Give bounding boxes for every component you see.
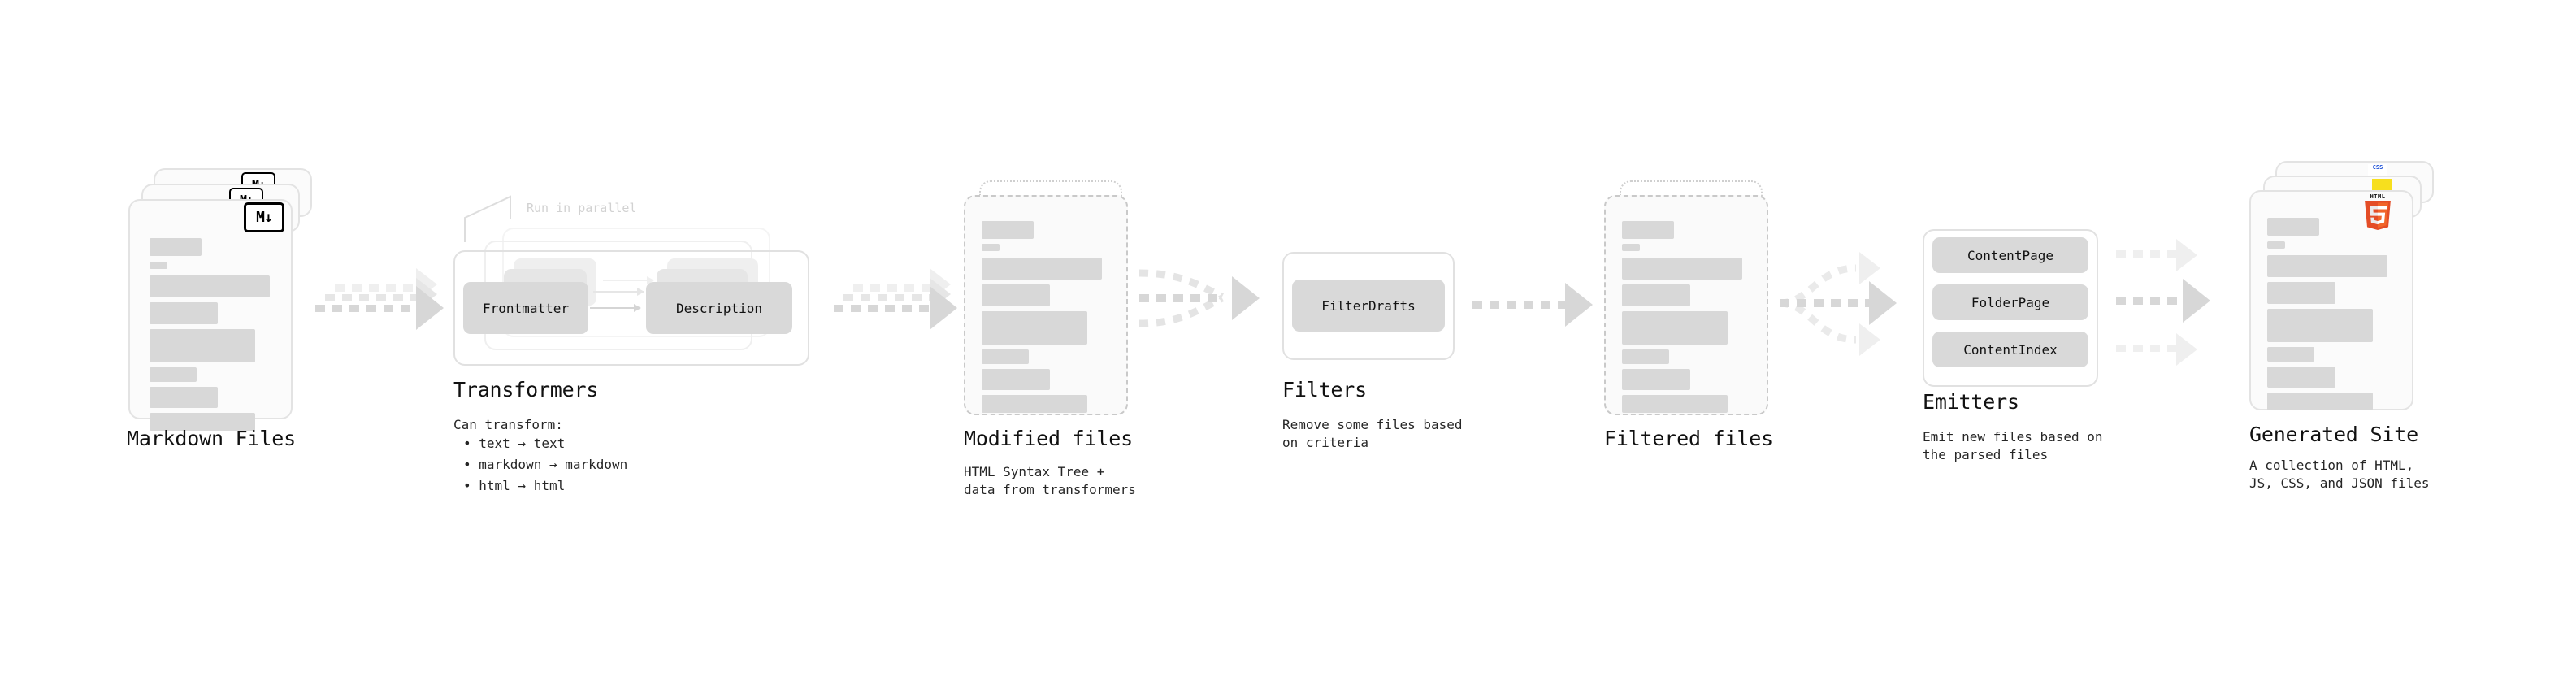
- run-in-parallel-bracket: [464, 195, 511, 242]
- transformer-node-description[interactable]: Description: [646, 282, 792, 334]
- skeleton-line: [150, 367, 197, 382]
- markdown-file-card-front: [128, 199, 293, 431]
- stage-title-filtered-files: Filtered files: [1604, 427, 1773, 450]
- transformers-bullet-1: • markdown → markdown: [463, 457, 628, 472]
- arrow-head-emitter-3: [1859, 323, 1880, 356]
- run-in-parallel-label: Run in parallel: [527, 201, 637, 215]
- skeleton-line: [1622, 258, 1742, 280]
- skeleton-line: [1622, 311, 1728, 345]
- stage-title-markdown-files: Markdown Files: [127, 427, 296, 450]
- modified-file-card-front: [964, 195, 1128, 415]
- arrow-head-emitter-1: [1859, 252, 1880, 284]
- skeleton-line: [150, 238, 202, 256]
- stage-desc-emitters: Emit new files based on the parsed files: [1923, 429, 2103, 462]
- stage-title-generated-site: Generated Site: [2249, 423, 2418, 446]
- skeleton-line: [982, 349, 1029, 364]
- skeleton-line: [982, 221, 1034, 239]
- skeleton-line: [2267, 309, 2373, 342]
- skeleton-line: [2267, 282, 2335, 304]
- skeleton-line: [1622, 349, 1669, 364]
- arrow-head-emitter-2: [1869, 281, 1897, 325]
- skeleton-line: [150, 302, 218, 324]
- skeleton-line: [2267, 255, 2387, 277]
- js-badge: [2372, 179, 2392, 193]
- skeleton-line: [982, 395, 1087, 413]
- skeleton-line: [2267, 241, 2285, 249]
- skeleton-line: [982, 284, 1050, 306]
- arrow-head-filters: [1232, 276, 1260, 320]
- skeleton-line: [1622, 244, 1640, 251]
- stage-desc-transformers: Can transform:: [453, 417, 563, 432]
- stage-desc-modified-files: HTML Syntax Tree + data from transformer…: [964, 464, 1136, 497]
- skeleton-line: [150, 275, 270, 297]
- emitter-node-folderpage[interactable]: FolderPage: [1932, 284, 2088, 320]
- markdown-badge-front: M↓: [244, 202, 284, 232]
- skeleton-line: [1622, 369, 1690, 390]
- stage-title-filters: Filters: [1282, 378, 1367, 401]
- skeleton-line: [982, 244, 1000, 251]
- transformer-node-frontmatter[interactable]: Frontmatter: [463, 282, 588, 334]
- skeleton-line: [2267, 367, 2335, 388]
- transformers-bullet-2: • html → html: [463, 478, 566, 493]
- emitter-node-contentpage[interactable]: ContentPage: [1932, 237, 2088, 273]
- stage-title-transformers: Transformers: [453, 378, 599, 401]
- html5-badge: HTML: [2363, 193, 2392, 230]
- skeleton-line: [2267, 218, 2319, 236]
- emitter-node-contentindex[interactable]: ContentIndex: [1932, 332, 2088, 367]
- stage-title-modified-files: Modified files: [964, 427, 1133, 450]
- transformers-box: [453, 250, 809, 366]
- skeleton-line: [982, 369, 1050, 390]
- transformers-bullet-0: • text → text: [463, 436, 566, 451]
- stage-title-emitters: Emitters: [1923, 390, 2019, 414]
- skeleton-line: [1622, 284, 1690, 306]
- skeleton-line: [150, 387, 218, 408]
- skeleton-line: [982, 311, 1087, 345]
- skeleton-line: [2267, 393, 2373, 410]
- arrow-filtered-to-emitters: [1779, 264, 1869, 344]
- stage-desc-generated-site: A collection of HTML, JS, CSS, and JSON …: [2249, 458, 2430, 491]
- skeleton-line: [1622, 395, 1728, 413]
- skeleton-line: [982, 258, 1102, 280]
- arrow-modified-to-filters: [1138, 269, 1225, 327]
- filtered-file-card-front: [1604, 195, 1768, 415]
- skeleton-line: [150, 413, 255, 431]
- stage-desc-filters: Remove some files based on criteria: [1282, 417, 1463, 450]
- skeleton-line: [1622, 221, 1674, 239]
- skeleton-line: [150, 262, 167, 269]
- skeleton-line: [2267, 347, 2314, 362]
- skeleton-line: [150, 329, 255, 362]
- filter-node-filterdrafts[interactable]: FilterDrafts: [1292, 280, 1445, 332]
